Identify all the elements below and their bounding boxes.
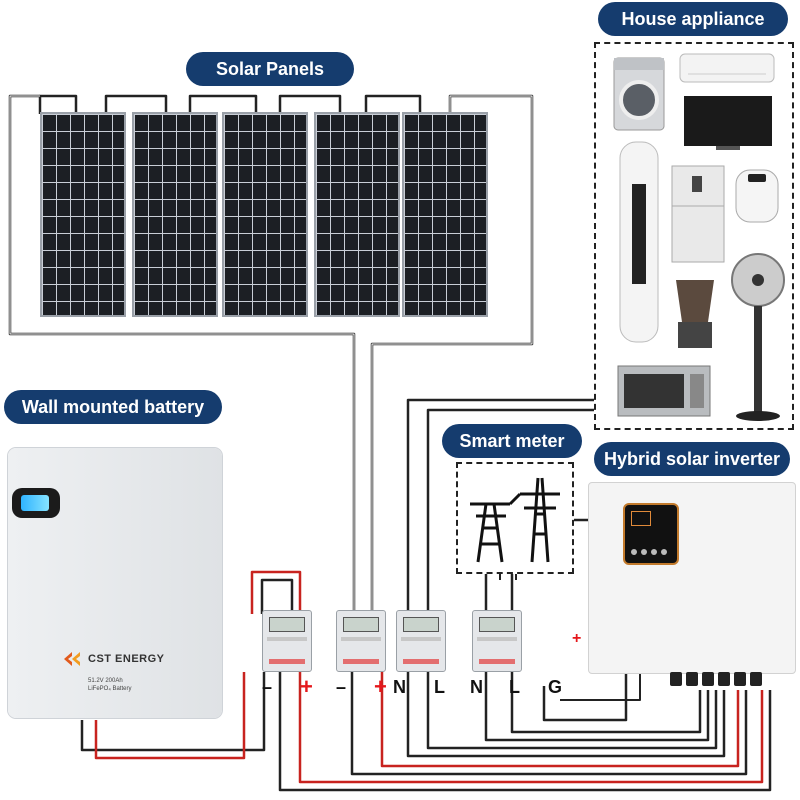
inverter-plus-mark: +	[572, 630, 582, 647]
smart-meter-label: Smart meter	[442, 424, 582, 458]
blender-icon	[676, 280, 714, 348]
terminal-pv-positive: +	[374, 674, 387, 699]
terminal-bat-negative: –	[262, 677, 273, 697]
inverter-display	[623, 503, 679, 565]
tower-fan-icon	[619, 141, 659, 343]
terminal-pv-negative: –	[336, 677, 347, 697]
appliance-icons	[613, 53, 785, 421]
terminal-n1: N	[393, 677, 406, 697]
terminal-bat-positive: +	[300, 674, 313, 699]
power-tower-icon	[470, 477, 560, 563]
din-meter-icon	[472, 610, 522, 672]
hybrid-inverter-label: Hybrid solar inverter	[594, 442, 790, 476]
solar-panel-icon	[402, 112, 488, 317]
solar-panel-icon	[314, 112, 400, 317]
terminal-n2: N	[470, 677, 483, 697]
microwave-icon	[617, 365, 711, 417]
air-fryer-icon	[735, 169, 779, 223]
din-meter-icon	[262, 610, 312, 672]
house-appliance-label: House appliance	[598, 2, 788, 36]
solar-panel-icon	[222, 112, 308, 317]
hybrid-inverter	[588, 482, 796, 674]
terminal-l1: L	[434, 677, 445, 697]
smart-meter-box	[456, 462, 574, 574]
solar-panels-label: Solar Panels	[186, 52, 354, 86]
inverter-ports	[670, 672, 786, 696]
wall-battery-label: Wall mounted battery	[4, 390, 222, 424]
terminal-l2: L	[509, 677, 520, 697]
terminal-g: G	[548, 677, 563, 697]
standing-fan-icon	[731, 253, 785, 421]
brand-name: CST ENERGY	[88, 653, 165, 665]
television-icon	[684, 96, 772, 150]
air-conditioner-icon	[679, 53, 775, 83]
din-meter-icon	[396, 610, 446, 672]
battery-spec-line1: 51.2V 200Ah	[88, 678, 123, 684]
battery-spec-line2: LiFePO₄ Battery	[88, 686, 132, 692]
battery-display-icon	[12, 488, 60, 518]
solar-panel-icon	[132, 112, 218, 317]
din-meter-icon	[336, 610, 386, 672]
brand-logo-icon	[64, 652, 80, 666]
refrigerator-icon	[671, 165, 725, 263]
battery-brand: CST ENERGY	[62, 650, 165, 668]
appliance-group	[594, 42, 794, 430]
solar-panel-icon	[40, 112, 126, 317]
wall-battery	[8, 448, 222, 718]
washing-machine-icon	[613, 57, 665, 131]
